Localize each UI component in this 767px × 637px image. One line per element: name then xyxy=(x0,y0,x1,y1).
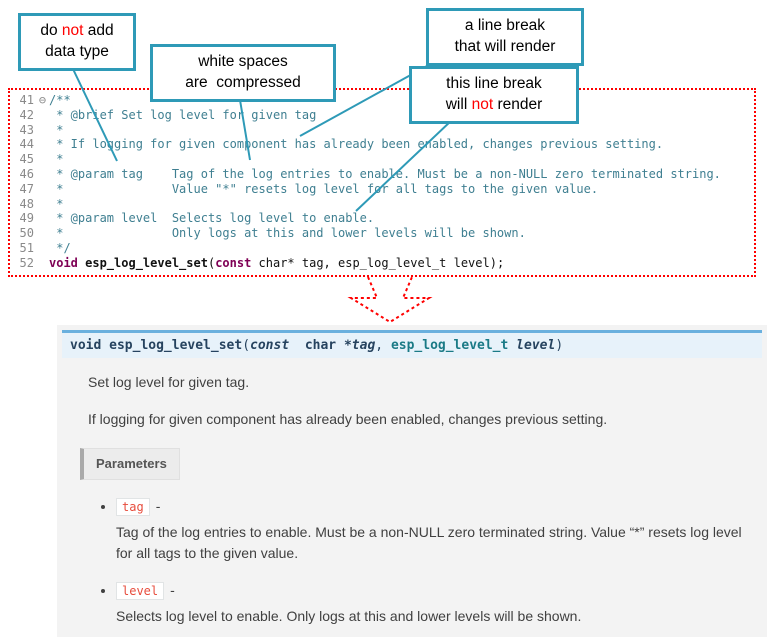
line-number: 48 xyxy=(19,196,34,211)
code-text: ( xyxy=(207,255,216,270)
function-name: esp_log_level_set xyxy=(85,255,208,270)
param-description: Tag of the log entries to enable. Must b… xyxy=(116,523,742,561)
code-editor: 41 ⊖/** 42 * @brief Set log level for giv… xyxy=(8,88,756,277)
code-text: * @param tag Tag of the log entries to e… xyxy=(49,166,721,181)
callout-line: will not render xyxy=(445,95,543,113)
line-number: 50 xyxy=(19,226,34,241)
sig-keyword-char: char xyxy=(297,338,344,353)
line-number: 44 xyxy=(19,137,34,152)
param-item-tag: tag- Tag of the log entries to enable. M… xyxy=(116,496,755,564)
code-text: * @param level Selects log level to enab… xyxy=(49,211,375,226)
param-name-chip: tag xyxy=(116,497,150,516)
flow-arrow-icon xyxy=(347,276,433,324)
code-line: 48 * xyxy=(12,197,754,212)
callout-line-break-renders: a line break that will render xyxy=(426,8,584,66)
callout-no-datatype: do not add data type xyxy=(18,13,136,71)
code-line: 49 * @param level Selects log level to e… xyxy=(12,211,754,226)
code-text: * @brief Set log level for given tag xyxy=(49,107,317,122)
code-line: 41 ⊖/** xyxy=(12,93,754,108)
line-number: 51 xyxy=(19,240,34,255)
param-name-chip: level xyxy=(116,581,165,600)
callout-line: a line break xyxy=(464,17,546,34)
code-line: 42 * @brief Set log level for given tag xyxy=(12,108,754,123)
code-line-declaration: 52 void esp_log_level_set(const char* tag… xyxy=(12,256,754,271)
sig-param-level: level xyxy=(516,338,556,353)
parameter-list: tag- Tag of the log entries to enable. M… xyxy=(94,496,755,627)
doc-paragraph-brief: Set log level for given tag. xyxy=(88,374,250,390)
line-number: 46 xyxy=(19,166,34,181)
rendered-doc-panel: void esp_log_level_set(const char *tag, … xyxy=(57,325,767,637)
sig-punct: ( xyxy=(242,338,251,353)
code-text: * If logging for given component has alr… xyxy=(49,137,664,152)
code-text: char* tag, esp_log_level_t level); xyxy=(251,255,505,270)
line-number: 49 xyxy=(19,211,34,226)
code-text: /** xyxy=(49,93,71,107)
fold-minus-icon[interactable]: ⊖ xyxy=(38,93,47,107)
sig-keyword-void: void xyxy=(70,338,110,353)
callout-line-break-not-render: this line break will not render xyxy=(409,66,579,124)
code-line: 44 * If logging for given component has … xyxy=(12,137,754,152)
callout-line: data type xyxy=(45,42,109,60)
param-description: Selects log level to enable. Only logs a… xyxy=(116,607,582,624)
code-text: * xyxy=(49,152,64,167)
code-text: * Only logs at this and lower levels wil… xyxy=(49,226,526,241)
code-text: * Value "*" resets log level for all tag… xyxy=(49,181,599,196)
line-number: 41 xyxy=(19,93,34,107)
sig-punct: ) xyxy=(555,338,564,353)
param-dash: - xyxy=(170,581,175,598)
code-text: * xyxy=(49,196,64,211)
callout-whitespace: white spaces are compressed xyxy=(150,44,336,102)
doc-body: Set log level for given tag. If logging … xyxy=(80,372,755,627)
sig-function-name: esp_log_level_set xyxy=(109,338,243,353)
sig-punct: , xyxy=(375,338,391,353)
code-line: 46 * @param tag Tag of the log entries t… xyxy=(12,167,754,182)
line-number: 52 xyxy=(19,255,34,270)
callout-line: are compressed xyxy=(185,73,301,91)
code-line: 43 * xyxy=(12,123,754,138)
callout-line: do not add xyxy=(40,22,114,39)
sig-param-tag: *tag xyxy=(343,338,376,353)
callout-line: this line break xyxy=(446,75,542,92)
code-text: * xyxy=(49,122,64,137)
doc-paragraph-detail: If logging for given component has alrea… xyxy=(88,411,608,427)
function-signature: void esp_log_level_set(const char *tag, … xyxy=(62,330,762,358)
code-text: */ xyxy=(49,240,71,255)
keyword-void: void xyxy=(49,255,86,270)
param-head: level- xyxy=(116,580,755,601)
code-line: 51 */ xyxy=(12,241,754,256)
callout-line: white spaces xyxy=(198,53,288,70)
line-number: 43 xyxy=(19,122,34,137)
code-line: 50 * Only logs at this and lower levels … xyxy=(12,226,754,241)
keyword-const: const xyxy=(215,255,252,270)
param-dash: - xyxy=(155,497,161,514)
param-head: tag- xyxy=(116,496,755,517)
parameters-heading: Parameters xyxy=(80,448,180,480)
line-number: 42 xyxy=(19,107,34,122)
callout-line: that will render xyxy=(454,37,556,55)
param-item-level: level- Selects log level to enable. Only… xyxy=(116,580,755,627)
sig-keyword-const: const xyxy=(250,338,297,353)
sig-type-esp-log-level-t: esp_log_level_t xyxy=(390,338,517,353)
line-number: 47 xyxy=(19,181,34,196)
line-number: 45 xyxy=(19,152,34,167)
code-line: 45 * xyxy=(12,152,754,167)
code-line: 47 * Value "*" resets log level for all … xyxy=(12,182,754,197)
